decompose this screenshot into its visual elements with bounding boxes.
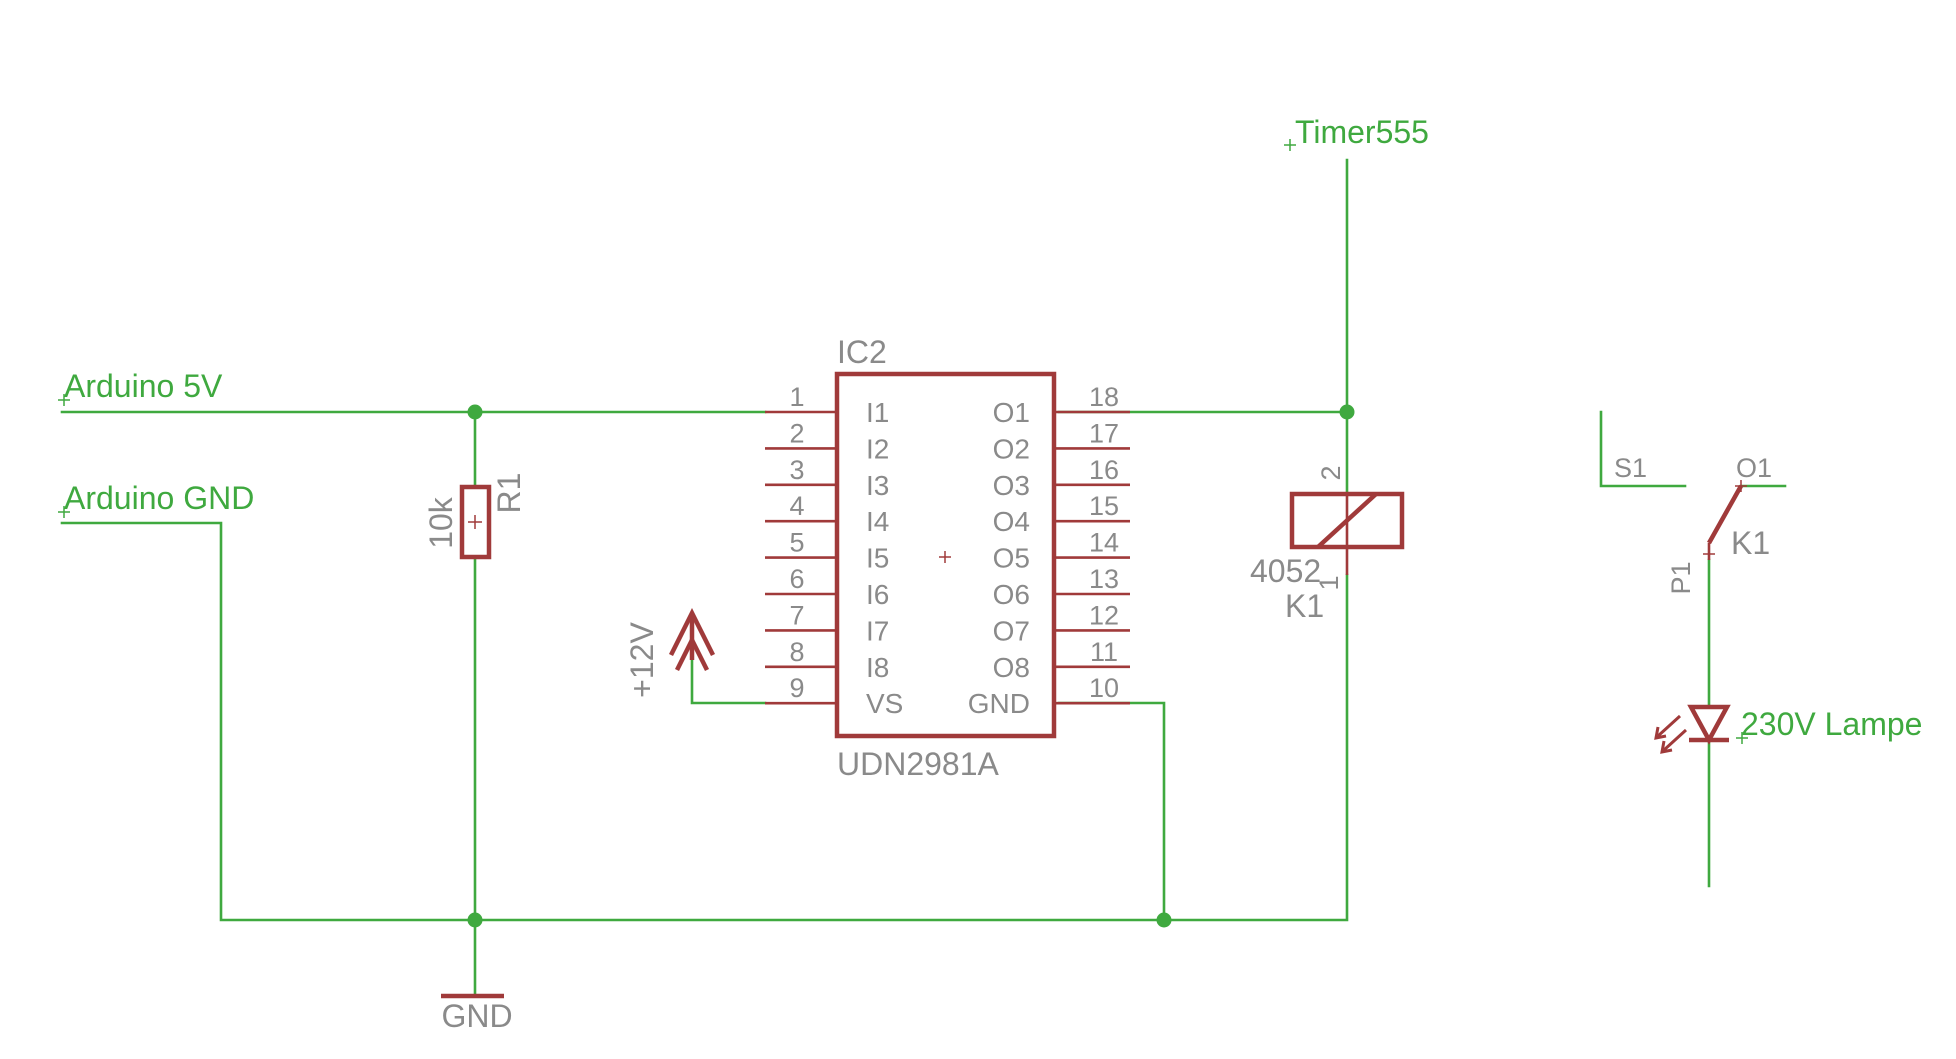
ic2-pin-15-number: 15 [1089,491,1119,521]
ic2-pin-1-number: 1 [789,382,804,412]
ic2-pin-12-name: O7 [993,615,1030,646]
ic2-pin-7-number: 7 [789,600,804,630]
ic2-pin-17-number: 17 [1089,418,1119,448]
ic2-pin-18-name: O1 [993,397,1030,428]
ic2-pin-16-name: O3 [993,470,1030,501]
net-label-arduino-5v: Arduino 5V [64,368,223,404]
supply-label: +12V [624,622,660,698]
net-label-arduino-gnd: Arduino GND [64,480,254,516]
supply-12v: +12V [624,607,716,698]
ic2-pin-18-number: 18 [1089,382,1119,412]
ic2-pin-3-name: I3 [866,470,889,501]
ic2-value: UDN2981A [837,746,1000,782]
ic2-pin-8-number: 8 [789,637,804,667]
ic2-pin-5-number: 5 [789,528,804,558]
ic2-pin-1-name: I1 [866,397,889,428]
relay-coil-name: K1 [1285,588,1324,624]
resistor-r1-body [459,484,492,560]
wire-arduino-gnd [60,521,1349,922]
ic2-pin-14-name: O5 [993,543,1030,574]
ic2-pin-6-name: I6 [866,579,889,610]
resistor-r1-value: 10k [423,496,459,549]
ic2-pin-10-number: 10 [1089,673,1119,703]
relay-coil-slash [1316,492,1378,549]
ic2-pin-12-number: 12 [1089,600,1119,630]
net-origin-marks [58,139,1748,744]
lamp [1654,704,1731,754]
ic2-pin-13-number: 13 [1089,564,1119,594]
ic2-pin-9-number: 9 [789,673,804,703]
relay-switch-blade [1707,484,1743,545]
ic2-pin-4-number: 4 [789,491,804,521]
net-label-timer555: Timer555 [1295,114,1429,150]
ic2-pin-10-name: GND [968,688,1030,719]
relay-coil-pin-2: 2 [1316,465,1346,480]
junction-5v-r1 [467,404,483,420]
junction-o1-relay [1339,404,1355,420]
relay-coil-k1: 2 1 4052 K1 [1250,465,1405,624]
wire-switch-s1 [1599,410,1687,488]
relay-switch-p1: P1 [1666,561,1696,594]
net-label-lamp: 230V Lampe [1741,706,1922,742]
ic2-pin-11-name: O8 [993,652,1030,683]
junction-gnd-ic [1156,912,1172,928]
lamp-diode-triangle [1687,704,1731,745]
ic2-pin-7-name: I7 [866,615,889,646]
lamp-light-arrows-icon [1654,714,1688,754]
ic2-pin-9-name: VS [866,688,903,719]
net-labels: Arduino 5V Arduino GND Timer555 230V Lam… [58,114,1922,744]
resistor-r1: 10k R1 [423,473,527,560]
junctions [467,404,1355,928]
gnd-symbol: GND [441,993,513,1034]
ic2-pin-6-number: 6 [789,564,804,594]
ic2-pin-2-name: I2 [866,433,889,464]
resistor-r1-name: R1 [491,473,527,514]
ic2-pin-8-name: I8 [866,652,889,683]
relay-switch-s1: S1 [1614,453,1647,483]
ic2-pin-5-name: I5 [866,543,889,574]
ic2-pin-14-number: 14 [1089,528,1119,558]
ic2-pin-13-name: O6 [993,579,1030,610]
ic2-pin-15-name: O4 [993,506,1030,537]
wire-ic-gnd [1057,701,1166,922]
relay-coil-value: 4052 [1250,553,1321,589]
gnd-label: GND [441,998,512,1034]
relay-switch-name: K1 [1731,525,1770,561]
ic2-pin-2-number: 2 [789,418,804,448]
relay-switch-k1: S1 O1 P1 K1 [1614,453,1772,595]
ic2-pin-4-name: I4 [866,506,889,537]
ic2-origin-mark [939,551,951,563]
relay-switch-o1: O1 [1736,453,1772,483]
ic2-pin-11-number: 11 [1090,637,1118,667]
relay-coil-pin-1: 1 [1314,575,1344,590]
ic2-name: IC2 [837,334,887,370]
ic2-body [834,371,1057,739]
wires [60,158,1787,998]
junction-gnd-r1 [467,912,483,928]
ic2-pin-17-name: O2 [993,433,1030,464]
ic2-pin-16-number: 16 [1089,455,1119,485]
ic2-pin-3-number: 3 [789,455,804,485]
